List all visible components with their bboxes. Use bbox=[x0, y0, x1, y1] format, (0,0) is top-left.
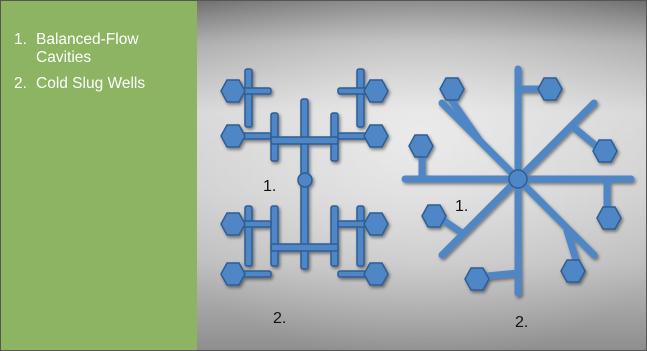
radial-runner bbox=[401, 65, 635, 297]
legend-text: Cold Slug Wells bbox=[36, 75, 146, 92]
legend-number: 2. bbox=[14, 75, 27, 92]
legend-number: 1. bbox=[14, 31, 27, 48]
cavity-hexagons bbox=[408, 77, 622, 291]
left-label-2: 2. bbox=[273, 310, 286, 327]
sprue bbox=[508, 169, 528, 189]
legend-text: Balanced-Flow Cavities bbox=[36, 31, 139, 66]
left-label-1: 1. bbox=[263, 178, 276, 195]
h-pattern-runner bbox=[220, 68, 389, 286]
runner-diagram: 1. 2. 1. 2. bbox=[197, 1, 646, 350]
legend-item-cold-slug: 2. Cold Slug Wells bbox=[14, 75, 189, 93]
right-label-1: 1. bbox=[455, 198, 468, 215]
legend-panel: 1. Balanced-Flow Cavities 2. Cold Slug W… bbox=[1, 1, 197, 350]
mold-runner-photo: 1. 2. 1. 2. bbox=[197, 1, 646, 350]
legend-list: 1. Balanced-Flow Cavities 2. Cold Slug W… bbox=[14, 31, 189, 101]
runner-bars bbox=[236, 68, 373, 278]
cavity-hexagons bbox=[220, 79, 389, 286]
legend-item-balanced-flow: 1. Balanced-Flow Cavities bbox=[14, 31, 189, 67]
right-label-2: 2. bbox=[515, 314, 528, 331]
